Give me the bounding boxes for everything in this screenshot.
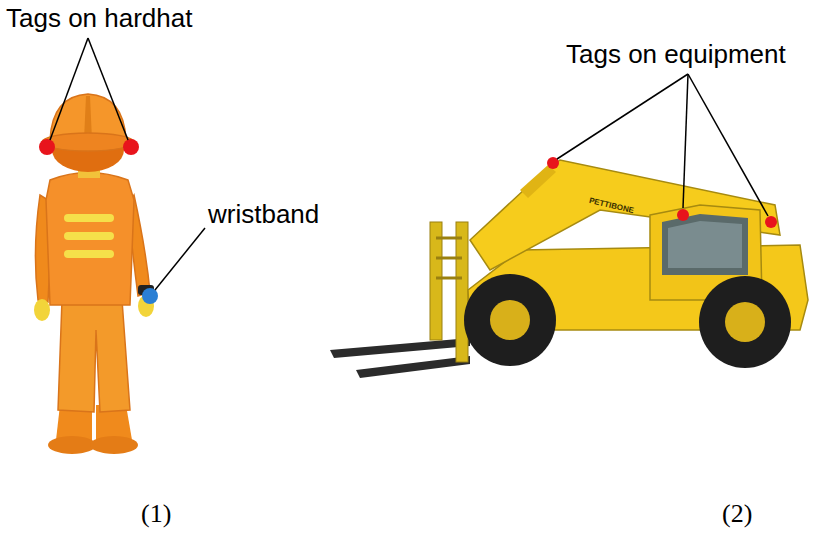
wheel-hub bbox=[490, 300, 530, 340]
figure-number: (1) bbox=[141, 500, 171, 529]
jacket-stripe bbox=[64, 214, 114, 222]
boom-head bbox=[520, 165, 556, 198]
fork-carriage-bar bbox=[436, 257, 462, 260]
leader-line bbox=[50, 38, 88, 140]
fork bbox=[330, 338, 470, 358]
wheel-hub bbox=[725, 302, 765, 342]
fork-carriage-bar bbox=[436, 237, 462, 240]
leader-lines bbox=[557, 74, 768, 216]
callout-label: wristband bbox=[208, 200, 319, 229]
worker-shoe bbox=[48, 436, 96, 454]
worker-shoe bbox=[90, 436, 138, 454]
worker-jacket bbox=[46, 173, 134, 306]
equipment-tag bbox=[765, 216, 777, 228]
leader-line bbox=[88, 38, 128, 140]
leader-line bbox=[688, 74, 768, 216]
worker-trousers bbox=[58, 300, 130, 412]
jacket-stripe bbox=[64, 250, 114, 258]
telehandler-figure bbox=[330, 157, 808, 378]
worker-figure bbox=[34, 94, 158, 454]
leader-line bbox=[155, 228, 205, 290]
equipment-tag bbox=[677, 209, 689, 221]
leader-lines bbox=[50, 38, 205, 290]
callout-label: Tags on equipment bbox=[566, 40, 786, 69]
leader-line bbox=[557, 74, 688, 159]
fork-carriage bbox=[430, 222, 442, 340]
hardhat-tag bbox=[123, 139, 139, 155]
wheel bbox=[464, 274, 556, 366]
leader-line bbox=[683, 74, 688, 208]
callout-label: Tags on hardhat bbox=[6, 4, 192, 33]
fork-carriage-bar bbox=[436, 277, 462, 280]
wheel bbox=[699, 276, 791, 368]
figure-number: (2) bbox=[722, 500, 752, 529]
worker-hand bbox=[34, 299, 50, 321]
fork bbox=[356, 356, 470, 378]
jacket-stripe bbox=[64, 232, 114, 240]
hardhat-tag bbox=[39, 139, 55, 155]
cab-window bbox=[662, 214, 748, 275]
cab-glass bbox=[668, 221, 742, 268]
hardhat-brim bbox=[42, 133, 134, 151]
fork-carriage bbox=[456, 222, 468, 362]
